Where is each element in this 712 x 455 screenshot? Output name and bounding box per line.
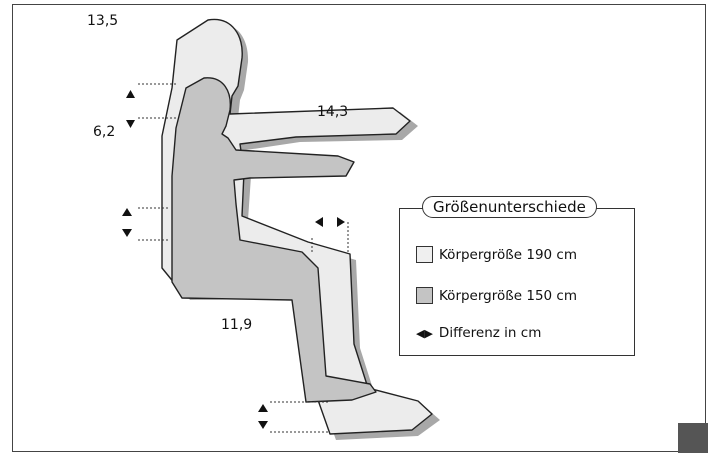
legend-item-tall: Körpergröße 190 cm (416, 246, 577, 263)
shoulder-difference-label: 6,2 (93, 124, 115, 140)
corner-marker (678, 423, 708, 453)
arrow-right-icon (337, 217, 345, 227)
thigh-difference-label: 11,9 (221, 317, 252, 333)
legend-box: Größenunterschiede Körpergröße 190 cm Kö… (399, 208, 635, 356)
legend-item-short: Körpergröße 150 cm (416, 287, 577, 304)
legend-swatch-light (416, 246, 433, 263)
arrow-up-icon (122, 208, 132, 216)
legend-title: Größenunterschiede (422, 196, 597, 218)
head-difference-label: 13,5 (87, 13, 118, 29)
legend-label: Körpergröße 150 cm (439, 288, 577, 304)
arrow-up-icon (126, 90, 135, 98)
arrow-up-icon (258, 404, 268, 412)
legend-item-difference: ◀▶ Differenz in cm (416, 325, 541, 341)
arm-difference-label: 14,3 (317, 104, 348, 120)
arrow-down-icon (122, 229, 132, 237)
left-right-arrows-icon: ◀▶ (416, 327, 433, 340)
arrow-down-icon (126, 120, 135, 128)
legend-label: Differenz in cm (439, 325, 541, 341)
arrow-left-icon (315, 217, 323, 227)
legend-label: Körpergröße 190 cm (439, 247, 577, 263)
legend-swatch-dark (416, 287, 433, 304)
arrow-down-icon (258, 421, 268, 429)
